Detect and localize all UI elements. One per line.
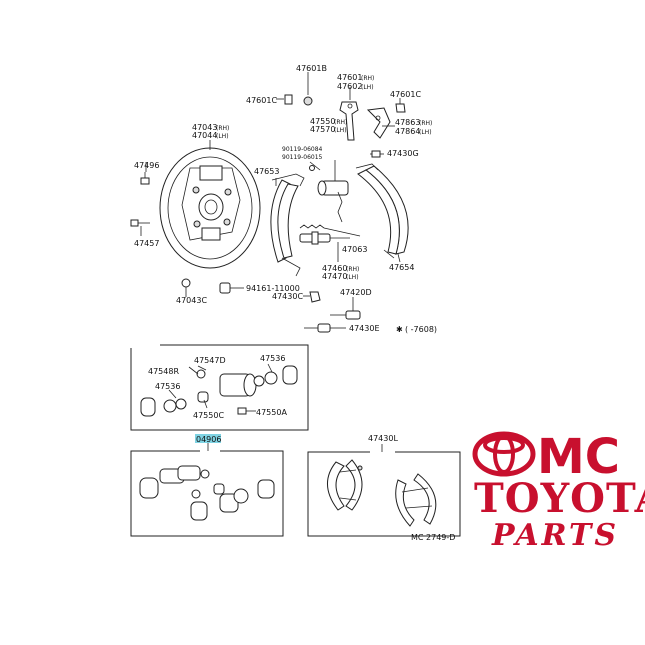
label-47470: 47470	[322, 272, 347, 281]
bleeder-47430E	[304, 323, 346, 333]
spring-47063	[299, 191, 361, 237]
plug-47601B	[303, 72, 313, 106]
label-90119-2: 90119-06015	[282, 154, 323, 161]
adjuster-47460	[299, 231, 350, 262]
label-47043-sub: (RH)	[216, 125, 229, 132]
label-47044-sub: (LH)	[216, 133, 229, 140]
label-47043C: 47043C	[176, 296, 207, 305]
bleeder-47430G	[370, 150, 384, 158]
sleeve-47420D	[330, 297, 361, 320]
label-47496: 47496	[134, 161, 159, 170]
label-47550-sub: (RH)	[334, 119, 347, 126]
mc-toyota-watermark: MC TOYOTA PARTS	[472, 429, 645, 553]
label-47548R: 47548R	[148, 367, 179, 376]
part-labels: 47601B 47601C 47601 (RH) 47602 (LH) 4760…	[134, 64, 455, 542]
label-47602: 47602	[337, 82, 362, 91]
label-47601B: 47601B	[296, 64, 327, 73]
grommet-94161	[219, 282, 231, 294]
label-47430G: 47430G	[387, 149, 419, 158]
label-47063: 47063	[342, 245, 367, 254]
repair-kit-box	[130, 443, 284, 537]
label-47420D: 47420D	[340, 288, 372, 297]
toyota-emblem-icon	[472, 431, 536, 477]
label-47570-sub: (LH)	[334, 127, 347, 134]
label-47601-sub: (RH)	[361, 75, 374, 82]
label-47601C-left: 47601C	[246, 96, 277, 105]
label-ref: MC 2749-D	[411, 533, 455, 542]
svg-text:✱: ✱	[396, 325, 403, 334]
kit-highlight	[195, 434, 221, 443]
label-47460: 47460	[322, 264, 347, 273]
label-47547D: 47547D	[194, 356, 226, 365]
label-47864: 47864	[395, 127, 420, 136]
label-47864-sub: (LH)	[419, 129, 432, 136]
label-47550: 47550	[310, 117, 335, 126]
wheel-cylinder-box	[130, 344, 309, 431]
nut-47043C	[181, 278, 191, 294]
wheel-cylinder-47550	[317, 160, 349, 196]
label-47602-sub: (LH)	[361, 84, 374, 91]
adjuster-lever-47601	[339, 87, 359, 141]
label-47536-a: 47536	[260, 354, 285, 363]
label-47570: 47570	[310, 125, 335, 134]
label-47550C: 47550C	[193, 411, 224, 420]
clip-47601C-right	[395, 98, 406, 113]
label-47654: 47654	[389, 263, 414, 272]
label-47460-sub: (RH)	[346, 266, 359, 273]
label-47601C-right: 47601C	[390, 90, 421, 99]
label-47470-sub: (LH)	[346, 274, 359, 281]
label-kit: 04906	[196, 435, 221, 444]
label-note: ( -7608)	[405, 325, 437, 334]
parking-lever-47863	[366, 107, 395, 139]
label-47863: 47863	[395, 118, 420, 127]
label-47550A: 47550A	[256, 408, 287, 417]
leader-lines	[145, 140, 401, 409]
label-47457: 47457	[134, 239, 159, 248]
brake-shoe-47653	[270, 173, 305, 277]
brake-shoe-47654	[355, 163, 409, 259]
clip-47601C-left	[276, 94, 293, 105]
backing-plate	[159, 147, 261, 269]
pin-90119	[309, 161, 321, 171]
bolt-47496	[140, 172, 150, 185]
watermark-line1: TOYOTA	[474, 475, 645, 522]
label-90119-1: 90119-06084	[282, 146, 323, 153]
note-star: ✱	[396, 325, 403, 334]
shoe-set-box	[307, 444, 461, 537]
label-47430C: 47430C	[272, 292, 303, 301]
label-47653: 47653	[254, 167, 279, 176]
bolt-47457	[130, 219, 150, 236]
label-47536-b: 47536	[155, 382, 180, 391]
watermark-line2: PARTS	[491, 518, 619, 553]
label-47044: 47044	[192, 131, 217, 140]
watermark-brand: MC	[537, 429, 620, 485]
label-47430E: 47430E	[349, 324, 380, 333]
label-94161: 94161-11000	[246, 284, 300, 293]
label-47043: 47043	[192, 123, 217, 132]
clip-47430C	[309, 291, 321, 303]
label-47601: 47601	[337, 73, 362, 82]
label-47430L: 47430L	[368, 434, 398, 443]
label-47863-sub: (RH)	[419, 120, 432, 127]
